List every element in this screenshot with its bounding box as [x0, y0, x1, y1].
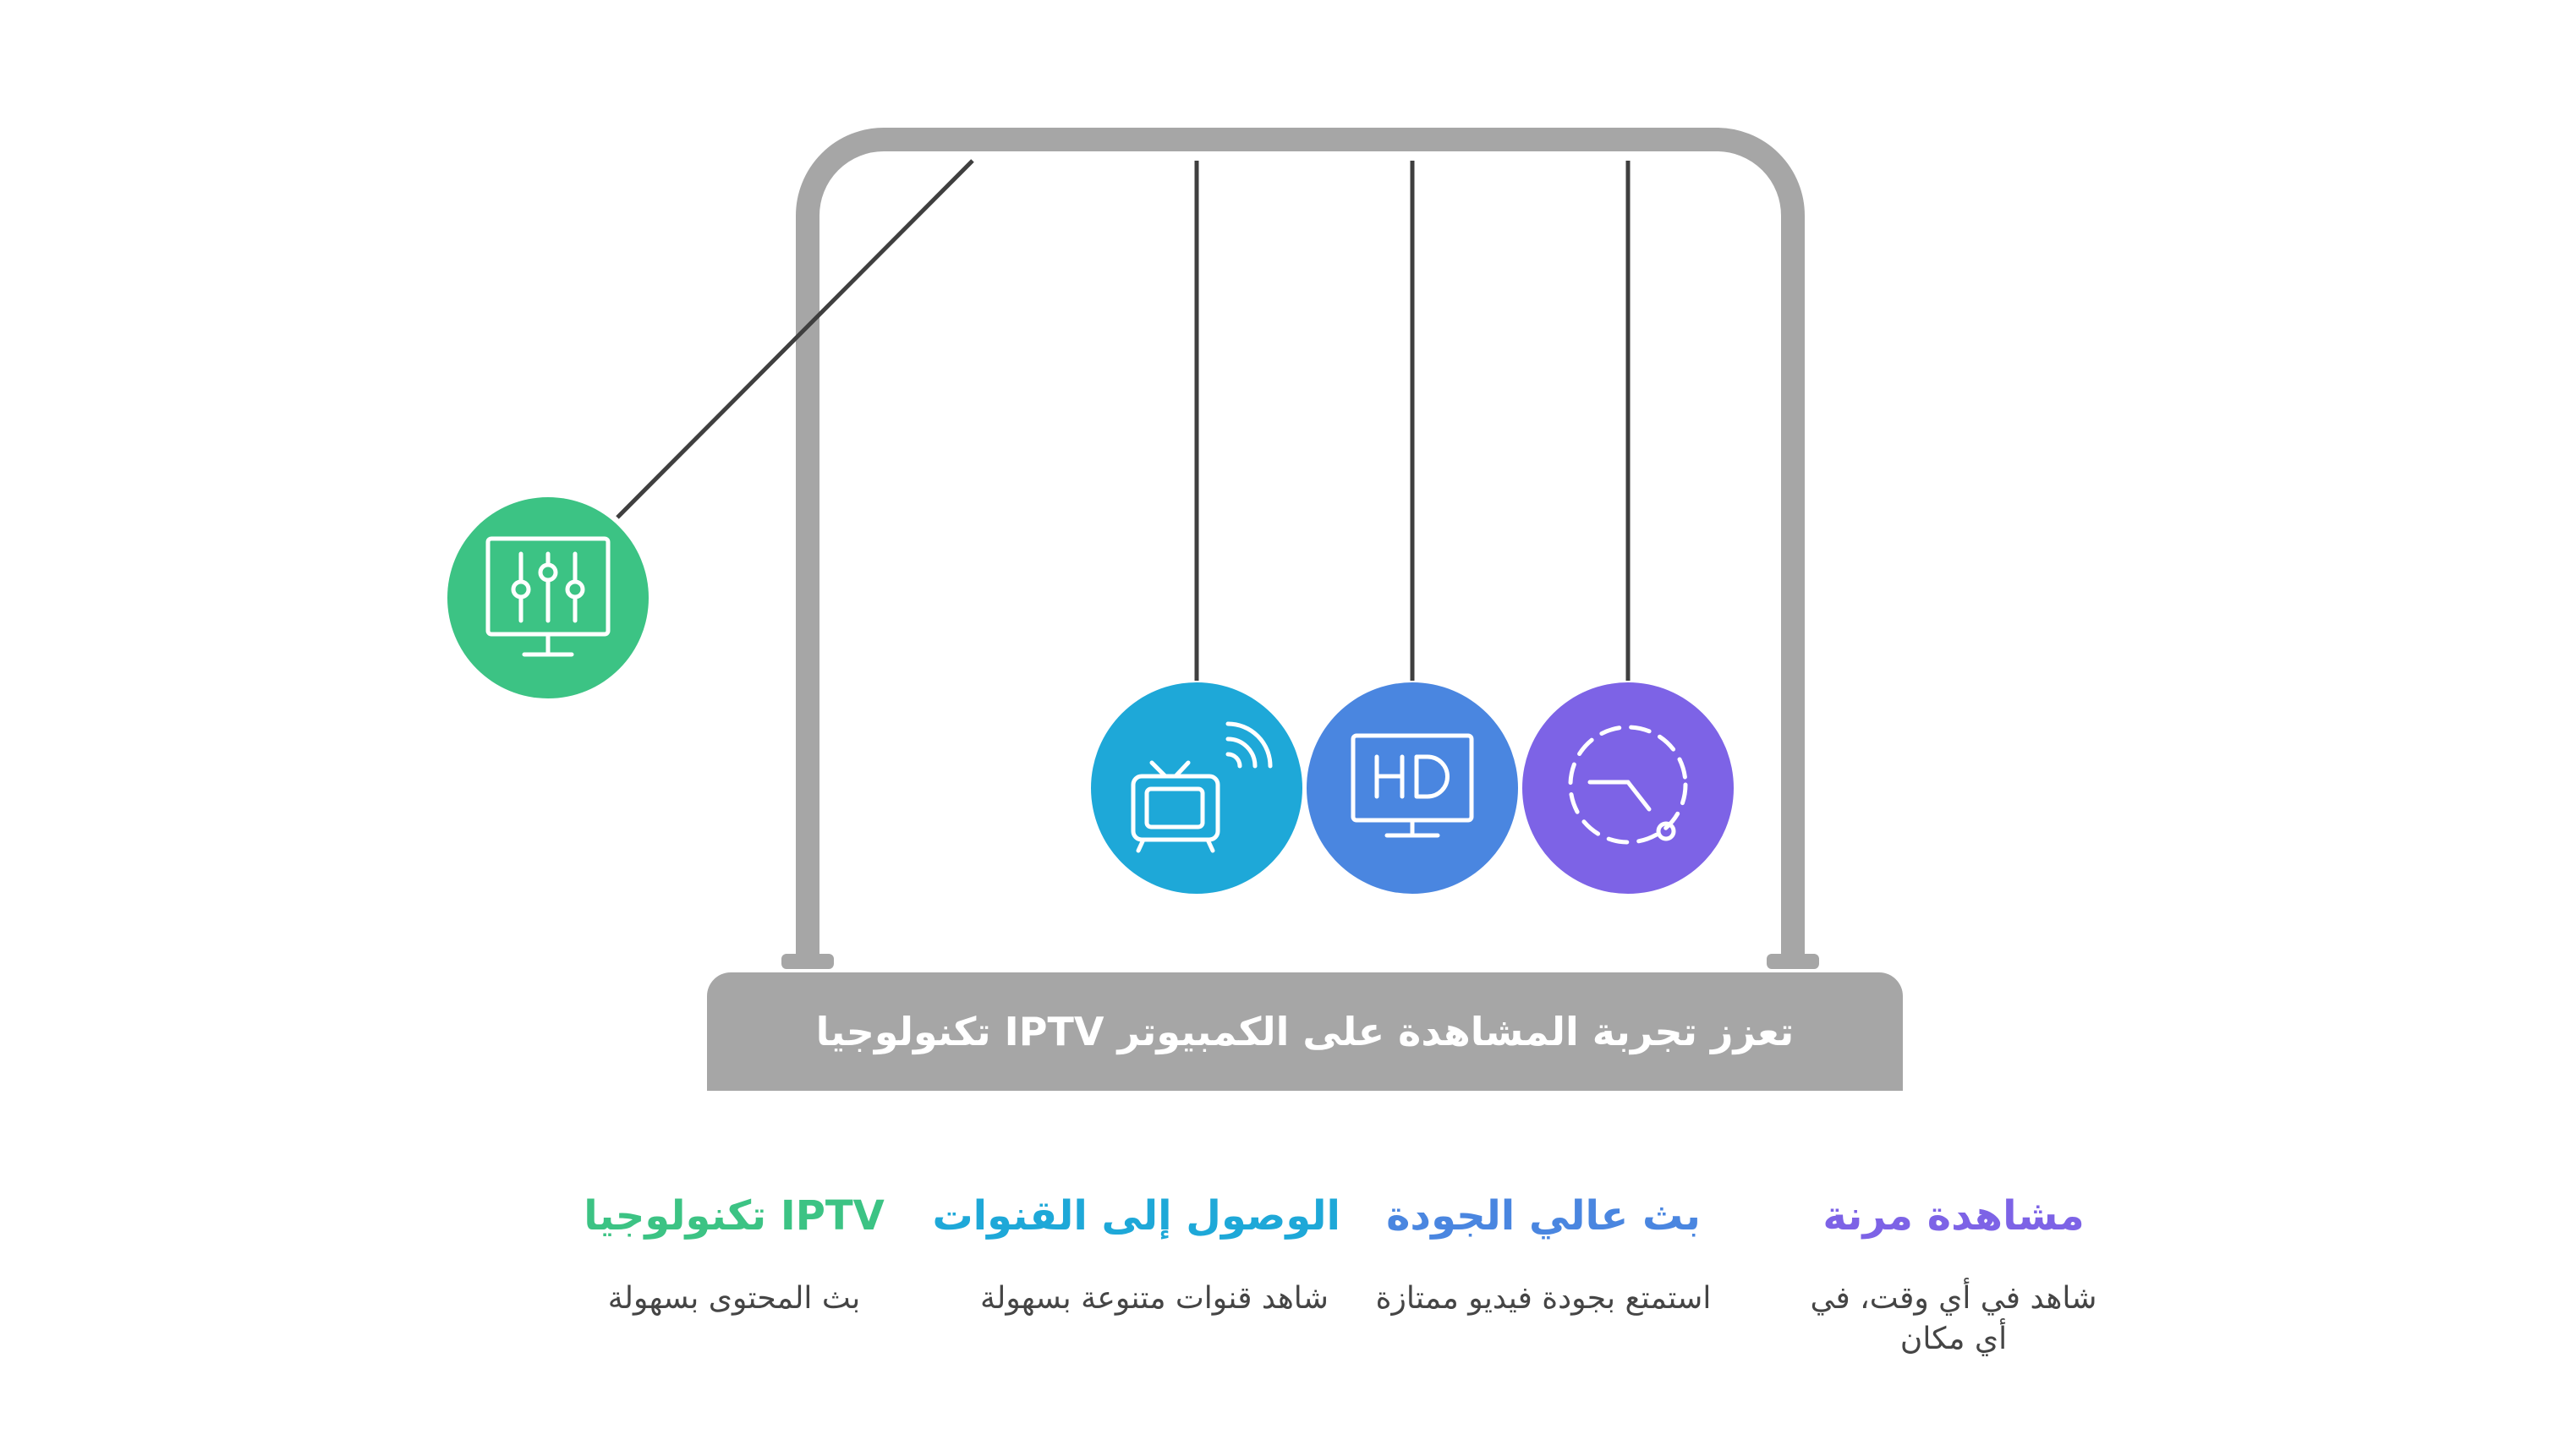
caption-description: شاهد في أي وقت، في أي مكان	[1810, 1281, 2097, 1356]
caption-title: بث عالي الجودة	[1386, 1192, 1701, 1240]
clock-dashed-icon	[1568, 725, 1688, 845]
caption-high-quality: بث عالي الجودة استمتع بجودة فيديو ممتازة	[1357, 1191, 1729, 1319]
ball-channel-access	[1091, 682, 1302, 894]
base-title: تعزز تجربة المشاهدة على الكمبيوتر IPTV ت…	[815, 1009, 1795, 1054]
caption-title: الوصول إلى القنوات	[932, 1192, 1340, 1240]
cradle-frame	[796, 128, 1805, 964]
tv-signal-icon	[1131, 721, 1273, 853]
caption-title: مشاهدة مرنة	[1822, 1192, 2085, 1240]
hd-monitor-icon	[1351, 733, 1474, 838]
frame-foot-right	[1767, 954, 1819, 969]
ball-flexible-viewing	[1522, 682, 1734, 894]
caption-title: IPTV تكنولوجيا	[584, 1192, 885, 1240]
ball-high-quality	[1307, 682, 1518, 894]
frame-foot-left	[781, 954, 834, 969]
caption-description: بث المحتوى بسهولة	[607, 1281, 861, 1316]
caption-flexible-viewing: مشاهدة مرنة شاهد في أي وقت، في أي مكان	[1797, 1191, 2110, 1360]
caption-channel-access: الوصول إلى القنوات شاهد قنوات متنوعة بسه…	[932, 1191, 1340, 1319]
caption-description: استمتع بجودة فيديو ممتازة	[1375, 1281, 1712, 1316]
cradle-base	[707, 972, 1903, 1091]
string-swinging	[616, 159, 974, 519]
caption-iptv-technology: IPTV تكنولوجيا بث المحتوى بسهولة	[548, 1191, 920, 1319]
monitor-sliders-icon	[485, 536, 611, 657]
caption-description: شاهد قنوات متنوعة بسهولة	[980, 1281, 1329, 1316]
ball-iptv-technology	[447, 497, 649, 698]
